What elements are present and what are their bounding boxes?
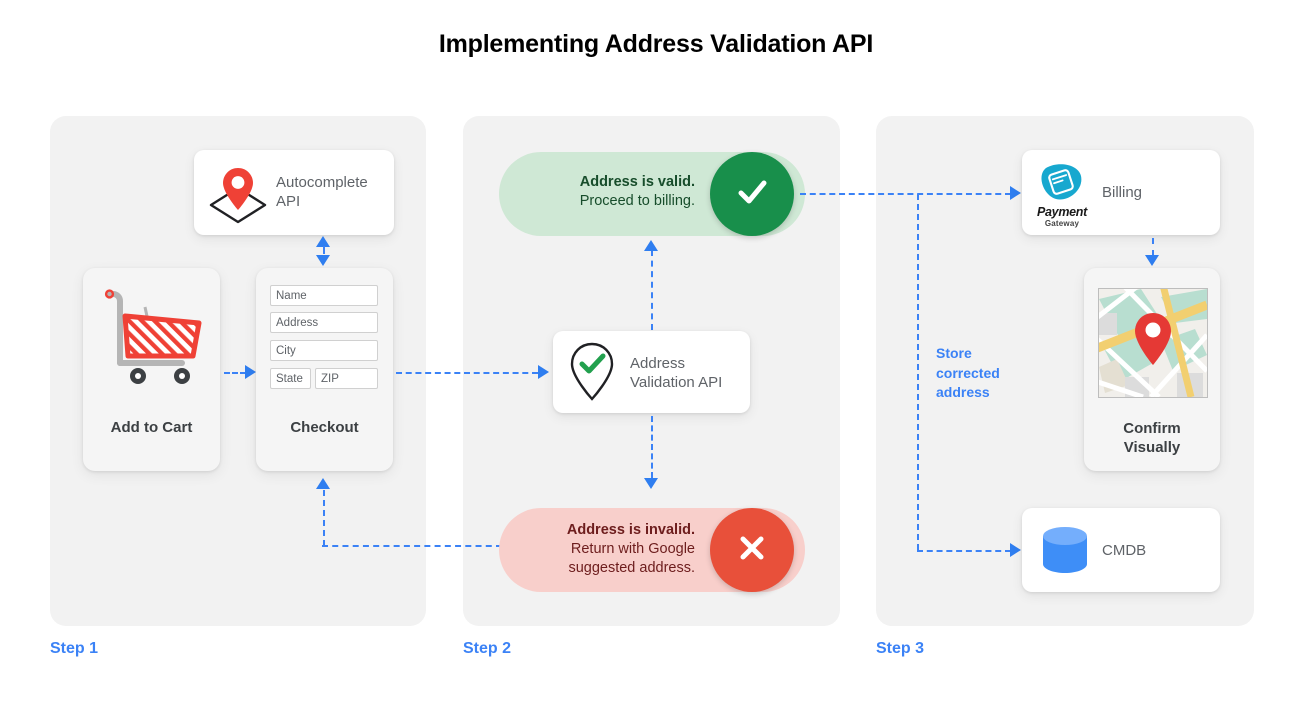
- address-invalid-headline: Address is invalid.: [566, 522, 695, 538]
- address-field[interactable]: Address: [270, 312, 378, 333]
- page-title: Implementing Address Validation API: [438, 30, 874, 58]
- step-3-label: Step 3: [876, 640, 925, 657]
- check-icon: [730, 170, 774, 219]
- payment-gateway-icon: [1038, 162, 1084, 209]
- map-thumbnail-icon: [1098, 288, 1208, 398]
- autocomplete-api-title: Autocomplete API: [276, 173, 386, 211]
- billing-label: Billing: [1102, 184, 1143, 201]
- address-invalid-detail-line1: Return with Google: [570, 541, 695, 557]
- confirm-visually-label-line1: Confirm: [1123, 420, 1181, 437]
- step-2-label: Step 2: [463, 640, 512, 657]
- address-validation-api-title-line1: Address: [630, 355, 686, 372]
- address-valid-detail: Proceed to billing.: [579, 193, 695, 209]
- confirm-visually-label: Confirm Visually: [1084, 419, 1220, 457]
- store-corrected-address-note: Store corrected address: [936, 344, 1046, 403]
- payment-gateway-name: Payment: [1036, 205, 1087, 219]
- state-field[interactable]: State: [270, 368, 311, 389]
- close-icon: [730, 526, 774, 575]
- address-valid-text: Address is valid. Proceed to billing.: [520, 173, 695, 211]
- name-field-text: Name: [276, 290, 307, 302]
- store-note-line1: Store: [936, 345, 972, 361]
- zip-field[interactable]: ZIP: [315, 368, 378, 389]
- checkout-label: Checkout: [290, 419, 359, 436]
- payment-gateway-logo: Payment Gateway: [1026, 205, 1098, 228]
- store-note-line3: address: [936, 384, 990, 400]
- confirm-visually-label-line2: Visually: [1123, 439, 1181, 456]
- payment-gateway-sub: Gateway: [1044, 219, 1080, 228]
- shopping-cart-icon: [98, 280, 206, 395]
- add-to-cart-card[interactable]: [83, 268, 220, 471]
- map-pin-diamond-icon: [205, 160, 271, 231]
- state-field-text: State: [276, 373, 303, 385]
- address-validation-api-title: Address Validation API: [630, 354, 750, 392]
- address-invalid-detail-line2: suggested address.: [568, 560, 695, 576]
- city-field[interactable]: City: [270, 340, 378, 361]
- address-field-text: Address: [276, 317, 319, 329]
- address-validation-api-title-line2: Validation API: [630, 374, 723, 391]
- address-valid-headline: Address is valid.: [579, 174, 695, 190]
- autocomplete-api-title-line2: API: [276, 193, 301, 210]
- step-1-label: Step 1: [50, 640, 99, 657]
- store-note-line2: corrected: [936, 364, 1000, 381]
- autocomplete-api-title-line1: Autocomplete: [276, 174, 368, 191]
- add-to-cart-label: Add to Cart: [110, 419, 193, 436]
- cmdb-label: CMDB: [1102, 542, 1147, 559]
- zip-field-text: ZIP: [321, 373, 339, 385]
- valid-check-badge: [710, 152, 794, 236]
- database-icon: [1037, 523, 1093, 582]
- invalid-close-badge: [710, 508, 794, 592]
- name-field[interactable]: Name: [270, 285, 378, 306]
- address-invalid-text: Address is invalid. Return with Google s…: [505, 521, 695, 578]
- pin-check-icon: [569, 341, 615, 408]
- city-field-text: City: [276, 345, 296, 357]
